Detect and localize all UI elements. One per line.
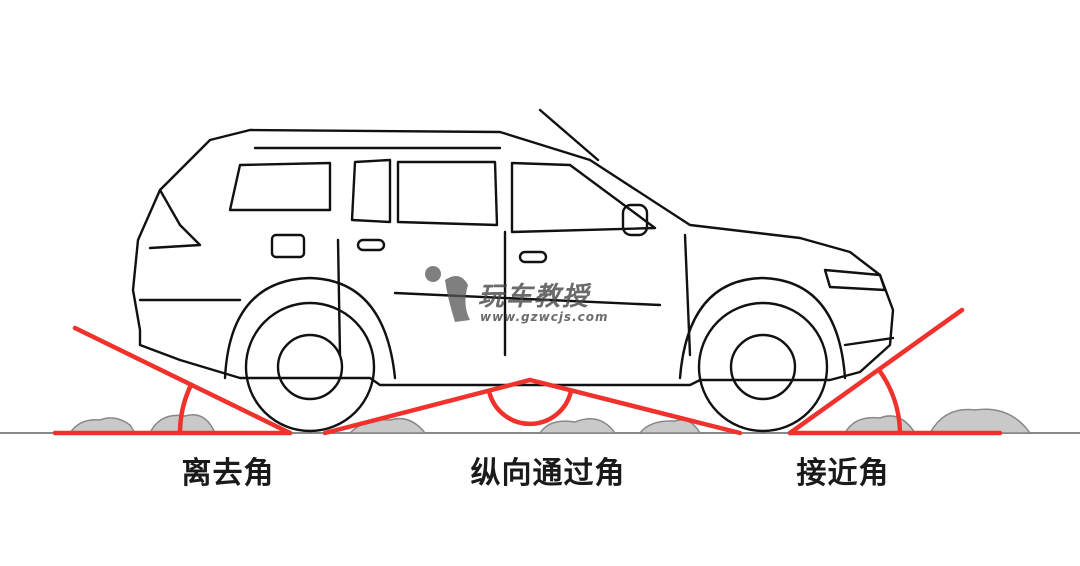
suv-outline: [131, 108, 895, 387]
watermark-url: www.gzwcjs.com: [480, 310, 609, 324]
watermark-logo: [425, 266, 470, 322]
departure-angle-mark: [52, 325, 293, 436]
rocks: [68, 408, 1032, 434]
approach-angle-mark: [787, 307, 1003, 436]
breakover-angle-mark: [322, 377, 743, 436]
approach-angle-label: 接近角: [796, 456, 890, 491]
breakover-angle-label: 纵向通过角: [470, 456, 626, 491]
departure-angle-label: 离去角: [181, 456, 275, 491]
rear-wheel: [223, 276, 397, 433]
watermark-brand: 玩车教授: [478, 282, 591, 312]
front-wheel: [678, 276, 847, 433]
